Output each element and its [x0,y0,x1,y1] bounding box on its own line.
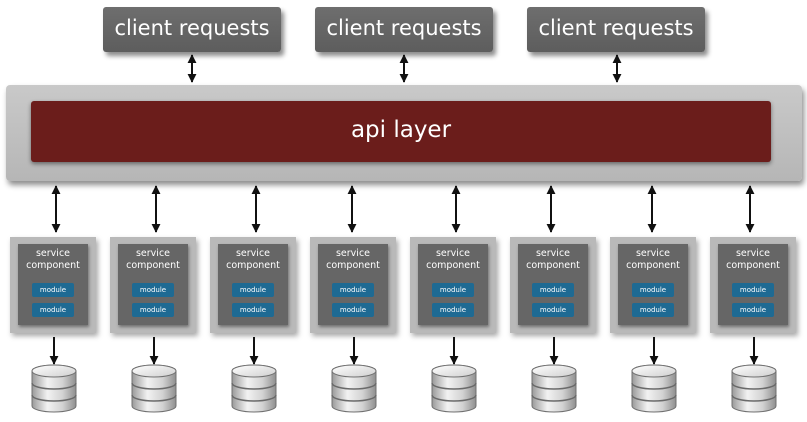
module: module [632,303,674,317]
database-icon [331,364,377,413]
module: module [432,283,474,297]
module: module [32,303,74,317]
module: module [132,303,174,317]
database-icon [31,364,77,413]
module: module [732,303,774,317]
module: module [332,303,374,317]
module: module [532,303,574,317]
module: module [32,283,74,297]
module: module [232,283,274,297]
module: module [632,283,674,297]
module: module [432,303,474,317]
module: module [132,283,174,297]
module: module [332,283,374,297]
api-layer: api layer [31,101,771,162]
database-icon [731,364,777,413]
client-requests-box: client requests [527,7,705,52]
module: module [532,283,574,297]
database-icon [431,364,477,413]
database-icon [631,364,677,413]
module: module [732,283,774,297]
database-icon [531,364,577,413]
client-requests-box: client requests [103,7,281,52]
module: module [232,303,274,317]
database-icon [231,364,277,413]
database-icon [131,364,177,413]
api-layer-container: api layer [6,85,802,181]
client-requests-box: client requests [315,7,493,52]
